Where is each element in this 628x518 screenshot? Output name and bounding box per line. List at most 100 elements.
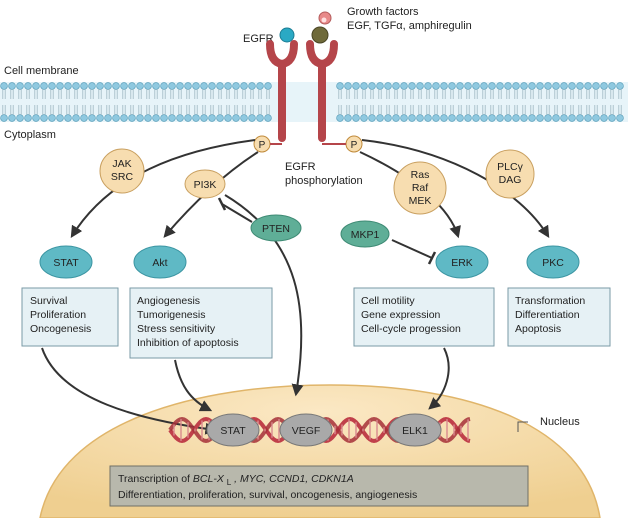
lipid-head	[256, 82, 264, 90]
ras-label: Ras	[411, 169, 430, 181]
growth-factor-ligand-icon	[311, 26, 329, 44]
lipid-head	[160, 82, 168, 90]
lipid-head	[360, 82, 368, 90]
lipid-head	[392, 82, 400, 90]
erk-outcome-item: Cell motility	[361, 295, 415, 307]
egfr-receptor	[266, 40, 338, 142]
lipid-head	[480, 82, 488, 90]
src-label: SRC	[111, 171, 134, 183]
lipid-head	[256, 114, 264, 122]
lipid-head	[136, 114, 144, 122]
nuclear-elk1-node	[388, 413, 442, 447]
lipid-head	[120, 114, 128, 122]
raf-label: Raf	[412, 182, 428, 194]
pkc-outcome-item: Differentiation	[515, 309, 580, 321]
pkc-node	[526, 245, 580, 279]
lipid-head	[456, 114, 464, 122]
erk-label: ERK	[451, 257, 473, 269]
lipid-head	[512, 114, 520, 122]
lipid-head	[248, 82, 256, 90]
lipid-head	[576, 114, 584, 122]
jak-label: JAK	[112, 158, 131, 170]
lipid-head	[144, 82, 152, 90]
transcription-gene-list: , MYC, CCND1, CDKN1A	[234, 473, 354, 485]
transcription-gene-subscript: L	[227, 478, 232, 487]
cell-membrane-label: Cell membrane	[4, 65, 79, 77]
lipid-head	[24, 114, 32, 122]
lipid-head	[448, 82, 456, 90]
lipid-head	[400, 82, 408, 90]
lipid-head	[72, 114, 80, 122]
lipid-head	[216, 114, 224, 122]
lipid-head	[568, 82, 576, 90]
lipid-head	[360, 114, 368, 122]
lipid-head	[216, 82, 224, 90]
plcg-label: PLCγ	[497, 161, 523, 173]
lipid-head	[520, 82, 528, 90]
plcg-dag-node	[485, 149, 535, 199]
akt-node	[133, 245, 187, 279]
lipid-head	[584, 82, 592, 90]
lipid-head	[440, 82, 448, 90]
akt-outcome-item: Inhibition of apoptosis	[137, 337, 239, 349]
lipid-head	[600, 114, 608, 122]
lipid-head	[32, 82, 40, 90]
lipid-head	[128, 114, 136, 122]
lipid-head	[152, 82, 160, 90]
lipid-head	[24, 82, 32, 90]
inhibition-bar	[217, 197, 227, 211]
lipid-head	[160, 114, 168, 122]
lipid-head	[616, 82, 624, 90]
lipid-head	[192, 82, 200, 90]
lipid-head	[168, 114, 176, 122]
lipid-head	[104, 114, 112, 122]
lipid-head	[600, 82, 608, 90]
lipid-head	[608, 114, 616, 122]
lipid-head	[184, 82, 192, 90]
lipid-head	[48, 82, 56, 90]
lipid-head	[264, 114, 272, 122]
lipid-head	[568, 114, 576, 122]
lipid-head	[184, 114, 192, 122]
stat-label: STAT	[53, 257, 79, 269]
lipid-head	[536, 114, 544, 122]
erk-outcome-box	[353, 287, 495, 347]
lipid-head	[240, 82, 248, 90]
pkc-outcome-item: Transformation	[515, 295, 585, 307]
erk-node	[435, 245, 489, 279]
lipid-head	[368, 114, 376, 122]
lipid-head	[584, 114, 592, 122]
cytoplasm-label: Cytoplasm	[4, 129, 56, 141]
transcription-prefix: Transcription of	[118, 473, 193, 485]
lipid-head	[336, 82, 344, 90]
lipid-head	[112, 82, 120, 90]
lipid-head	[352, 82, 360, 90]
stat-node	[39, 245, 93, 279]
lipid-head	[432, 82, 440, 90]
stat-outcome-box	[21, 287, 119, 347]
lipid-head	[192, 114, 200, 122]
egfr-phosphorylation-label-line2: phosphorylation	[285, 175, 363, 187]
lipid-head	[384, 82, 392, 90]
lipid-head	[80, 114, 88, 122]
lipid-head	[560, 114, 568, 122]
ras-raf-mek-node	[393, 161, 447, 215]
lipid-head	[472, 114, 480, 122]
nuclear-stat-label: STAT	[220, 425, 246, 437]
arrow-pi3k-to-vegf	[224, 194, 304, 397]
lipid-head	[520, 114, 528, 122]
lipid-head	[560, 82, 568, 90]
lipid-head	[528, 114, 536, 122]
lipid-head	[376, 82, 384, 90]
lipid-head	[32, 114, 40, 122]
lipid-head	[208, 114, 216, 122]
lipid-head	[432, 114, 440, 122]
lipid-head	[608, 82, 616, 90]
lipid-head	[240, 114, 248, 122]
erk-outcome-item: Gene expression	[361, 309, 441, 321]
lipid-head	[408, 82, 416, 90]
lipid-head	[64, 114, 72, 122]
arrow-akt-to-nucleus	[174, 359, 213, 412]
pten-label: PTEN	[262, 223, 290, 235]
lipid-head	[384, 114, 392, 122]
